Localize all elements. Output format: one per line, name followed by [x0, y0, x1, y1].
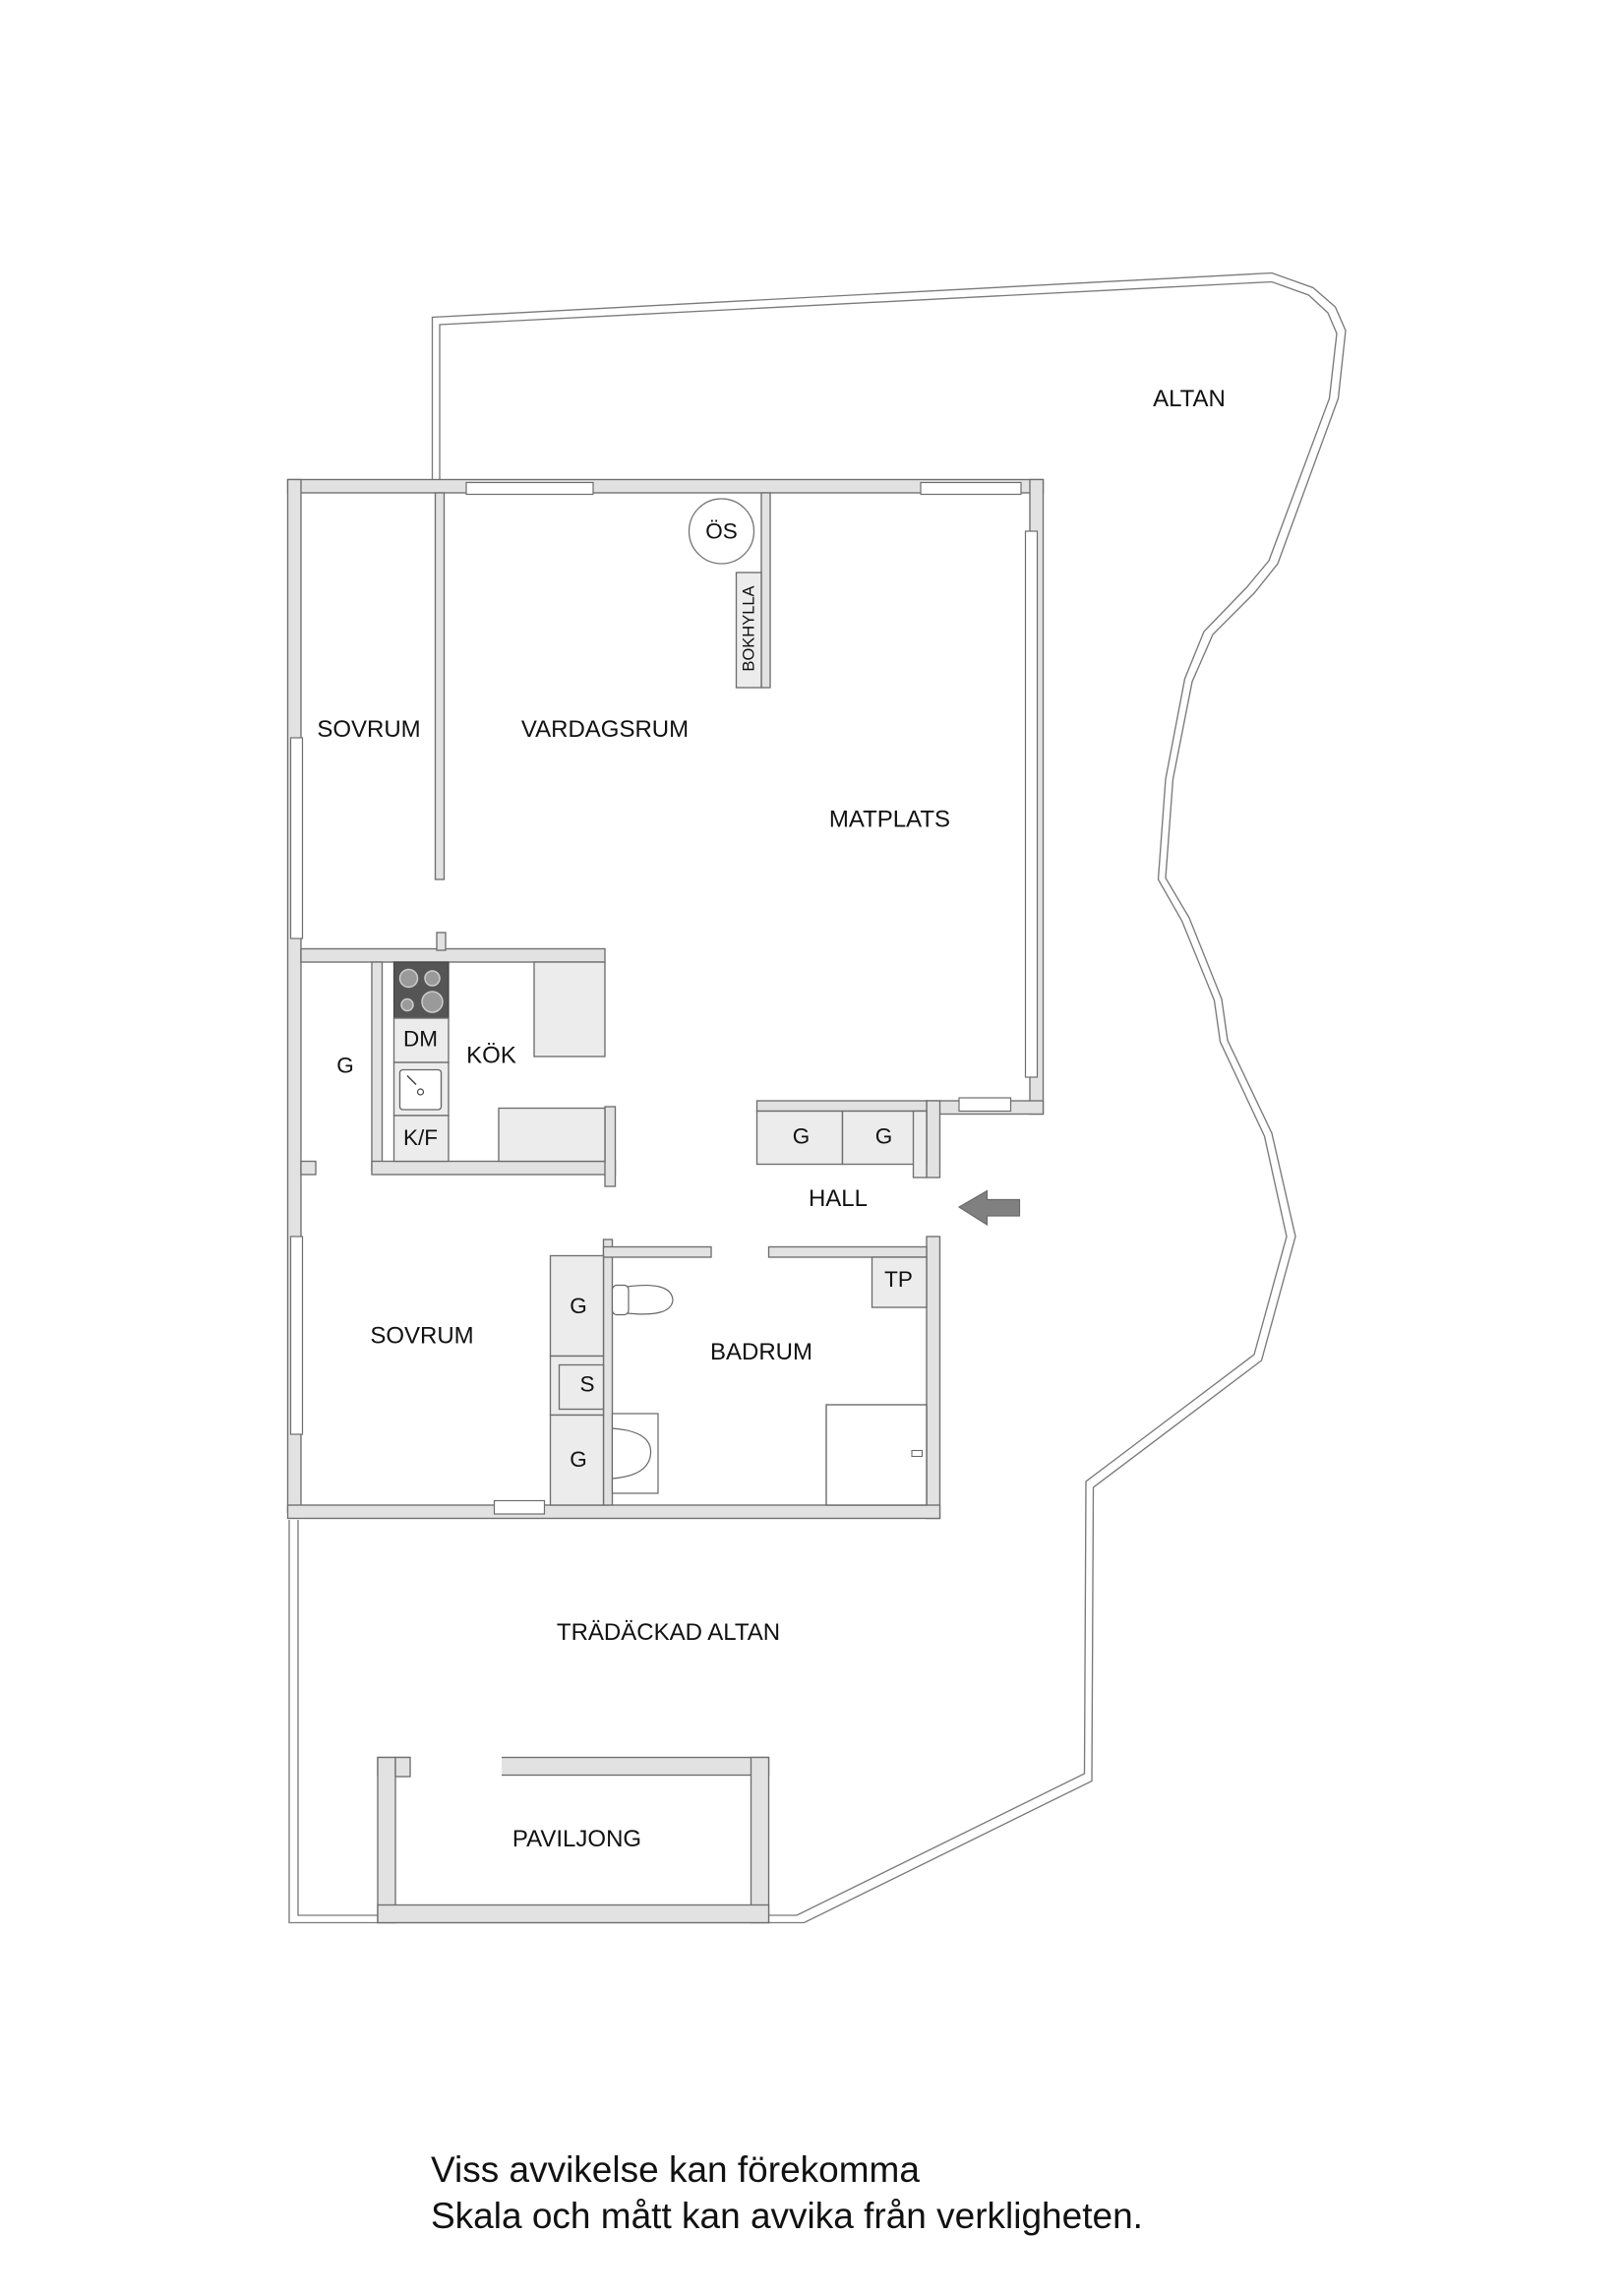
room-label-vardagsrum: VARDAGSRUM: [521, 716, 689, 743]
disclaimer: Viss avvikelse kan förekomma Skala och m…: [431, 2146, 1143, 2239]
room-label-sovrum-bottom: SOVRUM: [370, 1322, 473, 1349]
cleaning-cabinet-label: S: [579, 1371, 594, 1396]
dishwasher-label: DM: [403, 1026, 438, 1051]
disclaimer-line-1: Viss avvikelse kan förekomma: [431, 2149, 920, 2190]
room-label-paviljong: PAVILJONG: [512, 1826, 641, 1852]
kitchen-fixtures: [392, 961, 606, 1163]
shower-icon: [825, 1404, 928, 1506]
hall-wardrobe-label-1: G: [793, 1123, 811, 1148]
bookshelf-label: BOKHYLLA: [740, 585, 757, 671]
sink-icon: [398, 1068, 443, 1111]
room-label-tradackad-altan: TRÄDÄCKAD ALTAN: [557, 1619, 780, 1646]
fridge-freezer-label: K/F: [403, 1125, 438, 1150]
room-label-hall: HALL: [809, 1185, 868, 1212]
room-label-altan: ALTAN: [1153, 386, 1226, 412]
room-label-kok: KÖK: [466, 1042, 516, 1068]
entrance-arrow-icon: [957, 1189, 1021, 1227]
room-label-matplats: MATPLATS: [829, 806, 950, 832]
washbasin-icon: [611, 1413, 659, 1494]
toilet-icon: [611, 1284, 674, 1316]
altan-outline: [288, 272, 1347, 1924]
bath-wardrobe-label-1: G: [570, 1294, 587, 1318]
windows: [289, 481, 1039, 1515]
bathroom-fixtures: [549, 1254, 928, 1506]
stove-icon: [392, 961, 450, 1019]
room-label-badrum: BADRUM: [710, 1339, 812, 1365]
bath-wardrobe-label-2: G: [570, 1447, 587, 1472]
hall-fixtures: [755, 1110, 928, 1178]
wardrobe-label: G: [336, 1053, 354, 1077]
paviljong-walls: [377, 1756, 770, 1924]
fireplace-label: ÖS: [705, 518, 738, 543]
room-label-sovrum-top: SOVRUM: [317, 716, 420, 743]
hall-wardrobe-label-2: G: [875, 1123, 893, 1148]
disclaimer-line-2: Skala och mått kan avvika från verklighe…: [431, 2196, 1143, 2236]
fireplace-bookshelf: [688, 498, 762, 689]
dryer-label: TP: [884, 1267, 913, 1292]
